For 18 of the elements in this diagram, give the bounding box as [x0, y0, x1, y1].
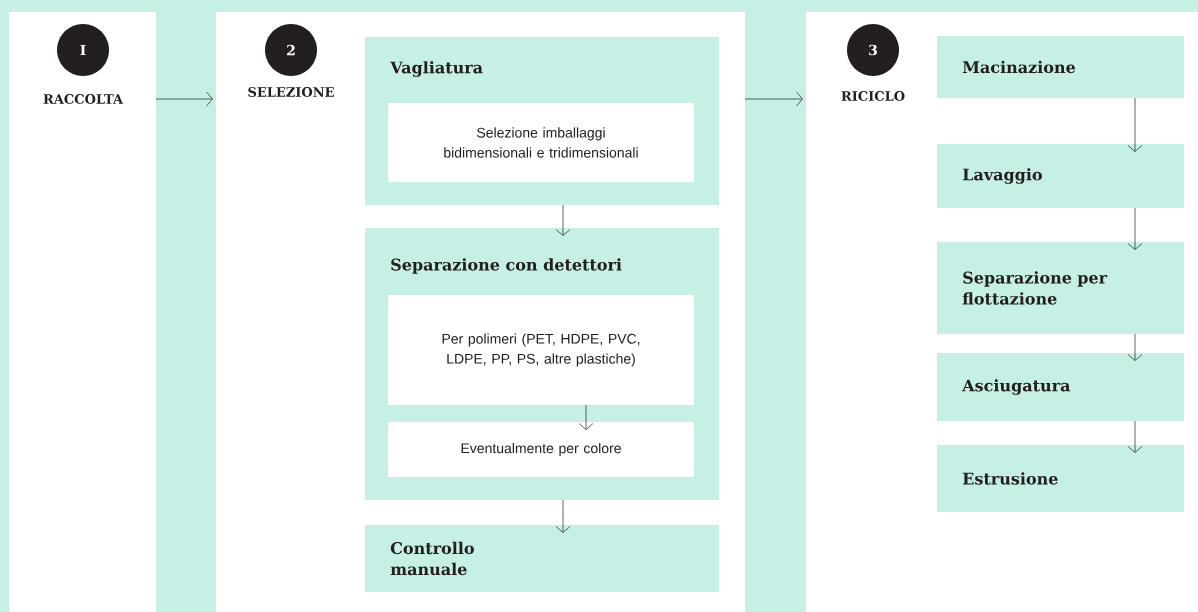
arrow	[1127, 207, 1143, 250]
process-box: Separazione per flottazione	[937, 242, 1184, 334]
process-box: Macinazione	[937, 36, 1184, 98]
arrow	[1127, 420, 1143, 453]
process-box: Selezione imballaggi bidimensionali e tridimensionali	[388, 103, 694, 182]
process-box: Estrusione	[937, 445, 1184, 512]
process-box: Asciugatura	[937, 353, 1184, 421]
process-box: Eventualmente per colore	[388, 422, 694, 477]
arrow	[1127, 97, 1143, 152]
process-box: Lavaggio	[937, 144, 1184, 208]
arrow	[578, 404, 594, 430]
arrow	[155, 91, 213, 107]
arrow	[1127, 333, 1143, 361]
process-box: Per polimeri (PET, HDPE, PVC, LDPE, PP, PS, altre plastiche)	[388, 295, 694, 405]
process-box: Controllo manuale	[365, 525, 719, 592]
arrow	[555, 204, 571, 236]
arrow	[744, 91, 803, 107]
arrow	[555, 499, 571, 533]
